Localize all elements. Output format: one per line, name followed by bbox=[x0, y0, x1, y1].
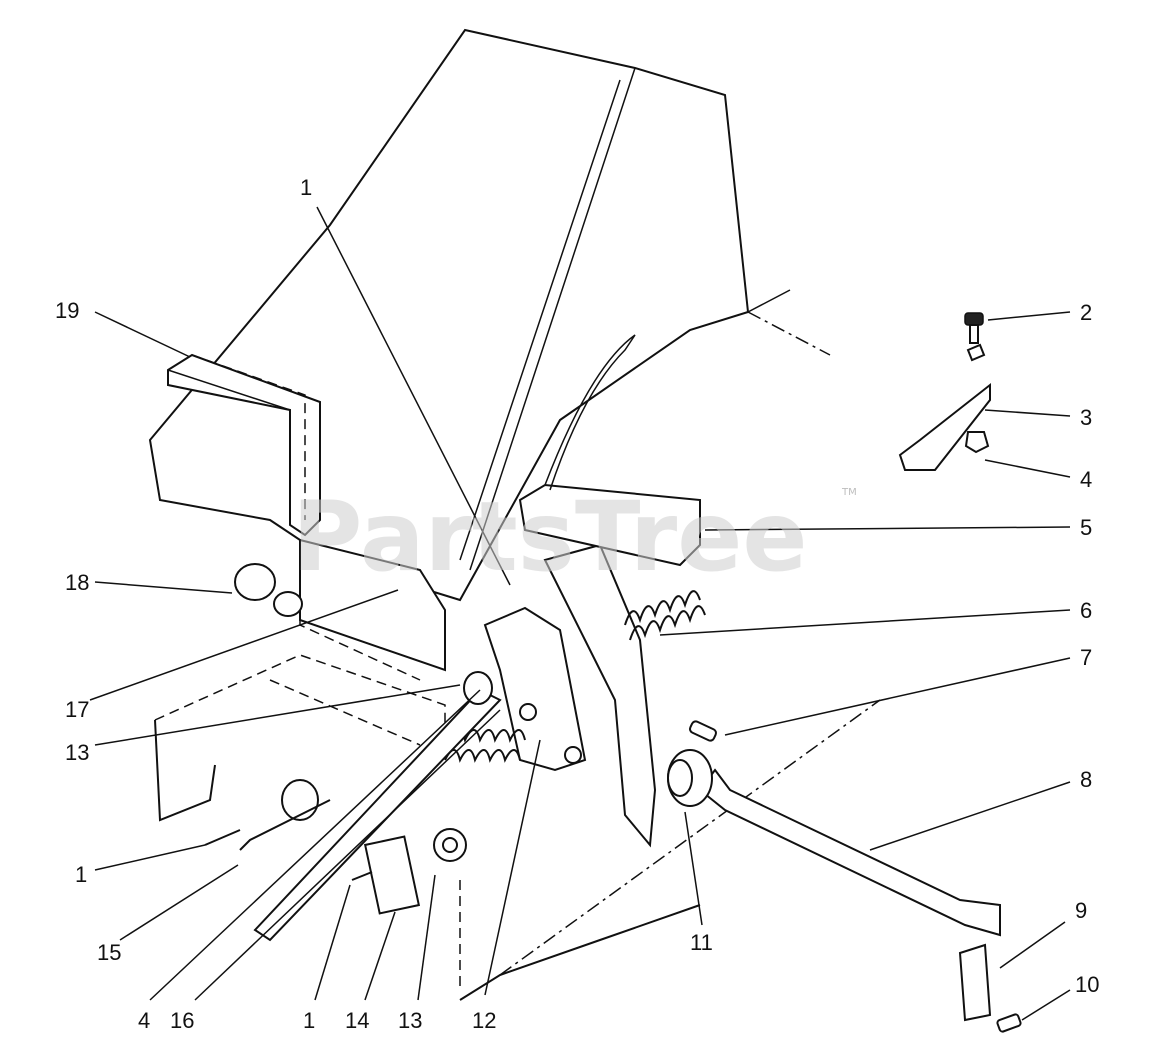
callout-1-bottom: 1 bbox=[303, 1008, 315, 1033]
callout-6: 6 bbox=[1080, 598, 1092, 623]
callout-9: 9 bbox=[1075, 898, 1087, 923]
callout-14: 14 bbox=[345, 1008, 369, 1033]
callout-18: 18 bbox=[65, 570, 89, 595]
callout-8: 8 bbox=[1080, 767, 1092, 792]
callout-7: 7 bbox=[1080, 645, 1092, 670]
callouts: 1 2 3 4 5 6 7 8 9 10 11 12 13 13 14 1 16… bbox=[55, 175, 1099, 1033]
rod bbox=[253, 671, 502, 942]
watermark: PartsTree TM bbox=[292, 481, 857, 593]
shaft bbox=[667, 749, 1001, 937]
callout-12: 12 bbox=[472, 1008, 496, 1033]
upper-spring bbox=[624, 590, 706, 641]
callout-4-right: 4 bbox=[1080, 467, 1092, 492]
watermark-mark: TM bbox=[841, 487, 857, 498]
hardware bbox=[204, 312, 1022, 1033]
callout-1-left: 1 bbox=[75, 862, 87, 887]
left-spring bbox=[234, 563, 303, 617]
left-bracket bbox=[167, 353, 321, 537]
callout-13-left: 13 bbox=[65, 740, 89, 765]
leader-lines bbox=[89, 206, 1071, 1021]
callout-17: 17 bbox=[65, 697, 89, 722]
callout-5: 5 bbox=[1080, 515, 1092, 540]
callout-3: 3 bbox=[1080, 405, 1092, 430]
callout-2: 2 bbox=[1080, 300, 1092, 325]
callout-10: 10 bbox=[1075, 972, 1099, 997]
callout-19: 19 bbox=[55, 298, 79, 323]
callout-1-top: 1 bbox=[300, 175, 312, 200]
callout-16: 16 bbox=[170, 1008, 194, 1033]
callout-15: 15 bbox=[97, 940, 121, 965]
callout-11: 11 bbox=[690, 930, 713, 955]
callout-13-bottom: 13 bbox=[398, 1008, 422, 1033]
link-plate bbox=[483, 606, 587, 772]
callout-4-bottom: 4 bbox=[138, 1008, 150, 1033]
watermark-text: PartsTree bbox=[292, 481, 807, 593]
